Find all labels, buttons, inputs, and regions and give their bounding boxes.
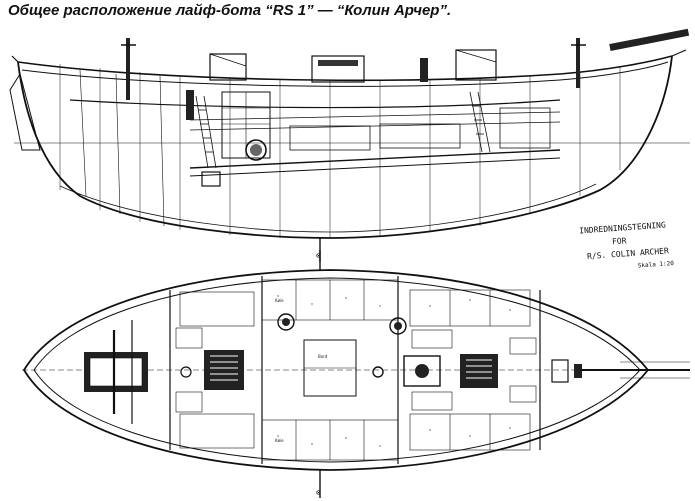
- stamp-scale: Skala 1:20: [638, 260, 675, 270]
- plan-midship-symbol: ⊗: [316, 488, 321, 497]
- cabin-floor: [189, 149, 561, 169]
- porthole: [245, 139, 267, 161]
- chimney: [420, 58, 428, 82]
- stern-ribs: [79, 69, 165, 227]
- bunk-side-1: [289, 125, 371, 151]
- bunk-label-left: Køie: [275, 298, 284, 303]
- title-stamp: INDREDNINGSTEGNING FOR R/S. COLIN ARCHER…: [579, 220, 675, 270]
- forepeak-locker: [499, 107, 551, 149]
- plan-berth-grid: [179, 279, 531, 461]
- keel-line: [59, 183, 597, 233]
- bow-post: [671, 49, 687, 57]
- floor-lower: [189, 157, 561, 177]
- bow-bitt: [574, 364, 582, 378]
- page-title: Общее расположение лайф-бота “RS 1” — “К…: [8, 2, 452, 19]
- shelf-line-2: [189, 121, 561, 131]
- mast-step: [372, 366, 384, 378]
- table-label: Bord: [318, 354, 328, 359]
- aft-hatch: [209, 53, 247, 81]
- fore-hatch: [455, 49, 497, 81]
- plan-fore-hatch-grating: [466, 359, 492, 379]
- skylight: [311, 55, 365, 83]
- stamp-line2: FOR: [612, 236, 627, 246]
- plan-stove: [403, 355, 441, 387]
- plan-fore-hatch: [460, 354, 498, 388]
- deck-beam-line: [69, 99, 561, 109]
- rudder: [9, 72, 41, 151]
- stern-post: [11, 55, 19, 63]
- mizzen-mast: [126, 38, 130, 100]
- aft-ladder: [195, 95, 217, 169]
- round-hatch-aft: [277, 313, 295, 331]
- aft-hatch-lid: [209, 53, 247, 67]
- plan-stove-top: [415, 364, 429, 378]
- bowsprit: [609, 28, 690, 51]
- plan-view: Bord Køie Køie: [22, 250, 690, 498]
- stamp-line3: R/S. COLIN ARCHER: [587, 246, 669, 261]
- sheer-line: [17, 55, 673, 82]
- companion-post: [186, 90, 194, 120]
- plan-aft-hatch: [204, 350, 244, 390]
- stove: [201, 171, 221, 187]
- stamp-line1: INDREDNINGSTEGNING: [579, 220, 666, 235]
- bunk-label-right: Køie: [275, 438, 284, 443]
- bunk-side-2: [379, 123, 461, 149]
- plan-dot-fills: [277, 295, 511, 447]
- shelf-line: [189, 111, 561, 121]
- main-mast: [576, 38, 580, 88]
- fore-ladder: [469, 91, 491, 153]
- round-hatch-fore: [389, 317, 407, 335]
- mizzen-step: [180, 366, 192, 378]
- side-lockers: [175, 327, 537, 413]
- porthole-glass: [250, 144, 262, 156]
- plan-aft-hatch-grating: [210, 355, 238, 381]
- side-elevation: ⊗: [9, 28, 690, 262]
- skylight-glass: [318, 60, 358, 66]
- bow-locker: [551, 359, 569, 383]
- midship-symbol: ⊗: [316, 251, 321, 260]
- fore-hatch-lid: [455, 49, 497, 63]
